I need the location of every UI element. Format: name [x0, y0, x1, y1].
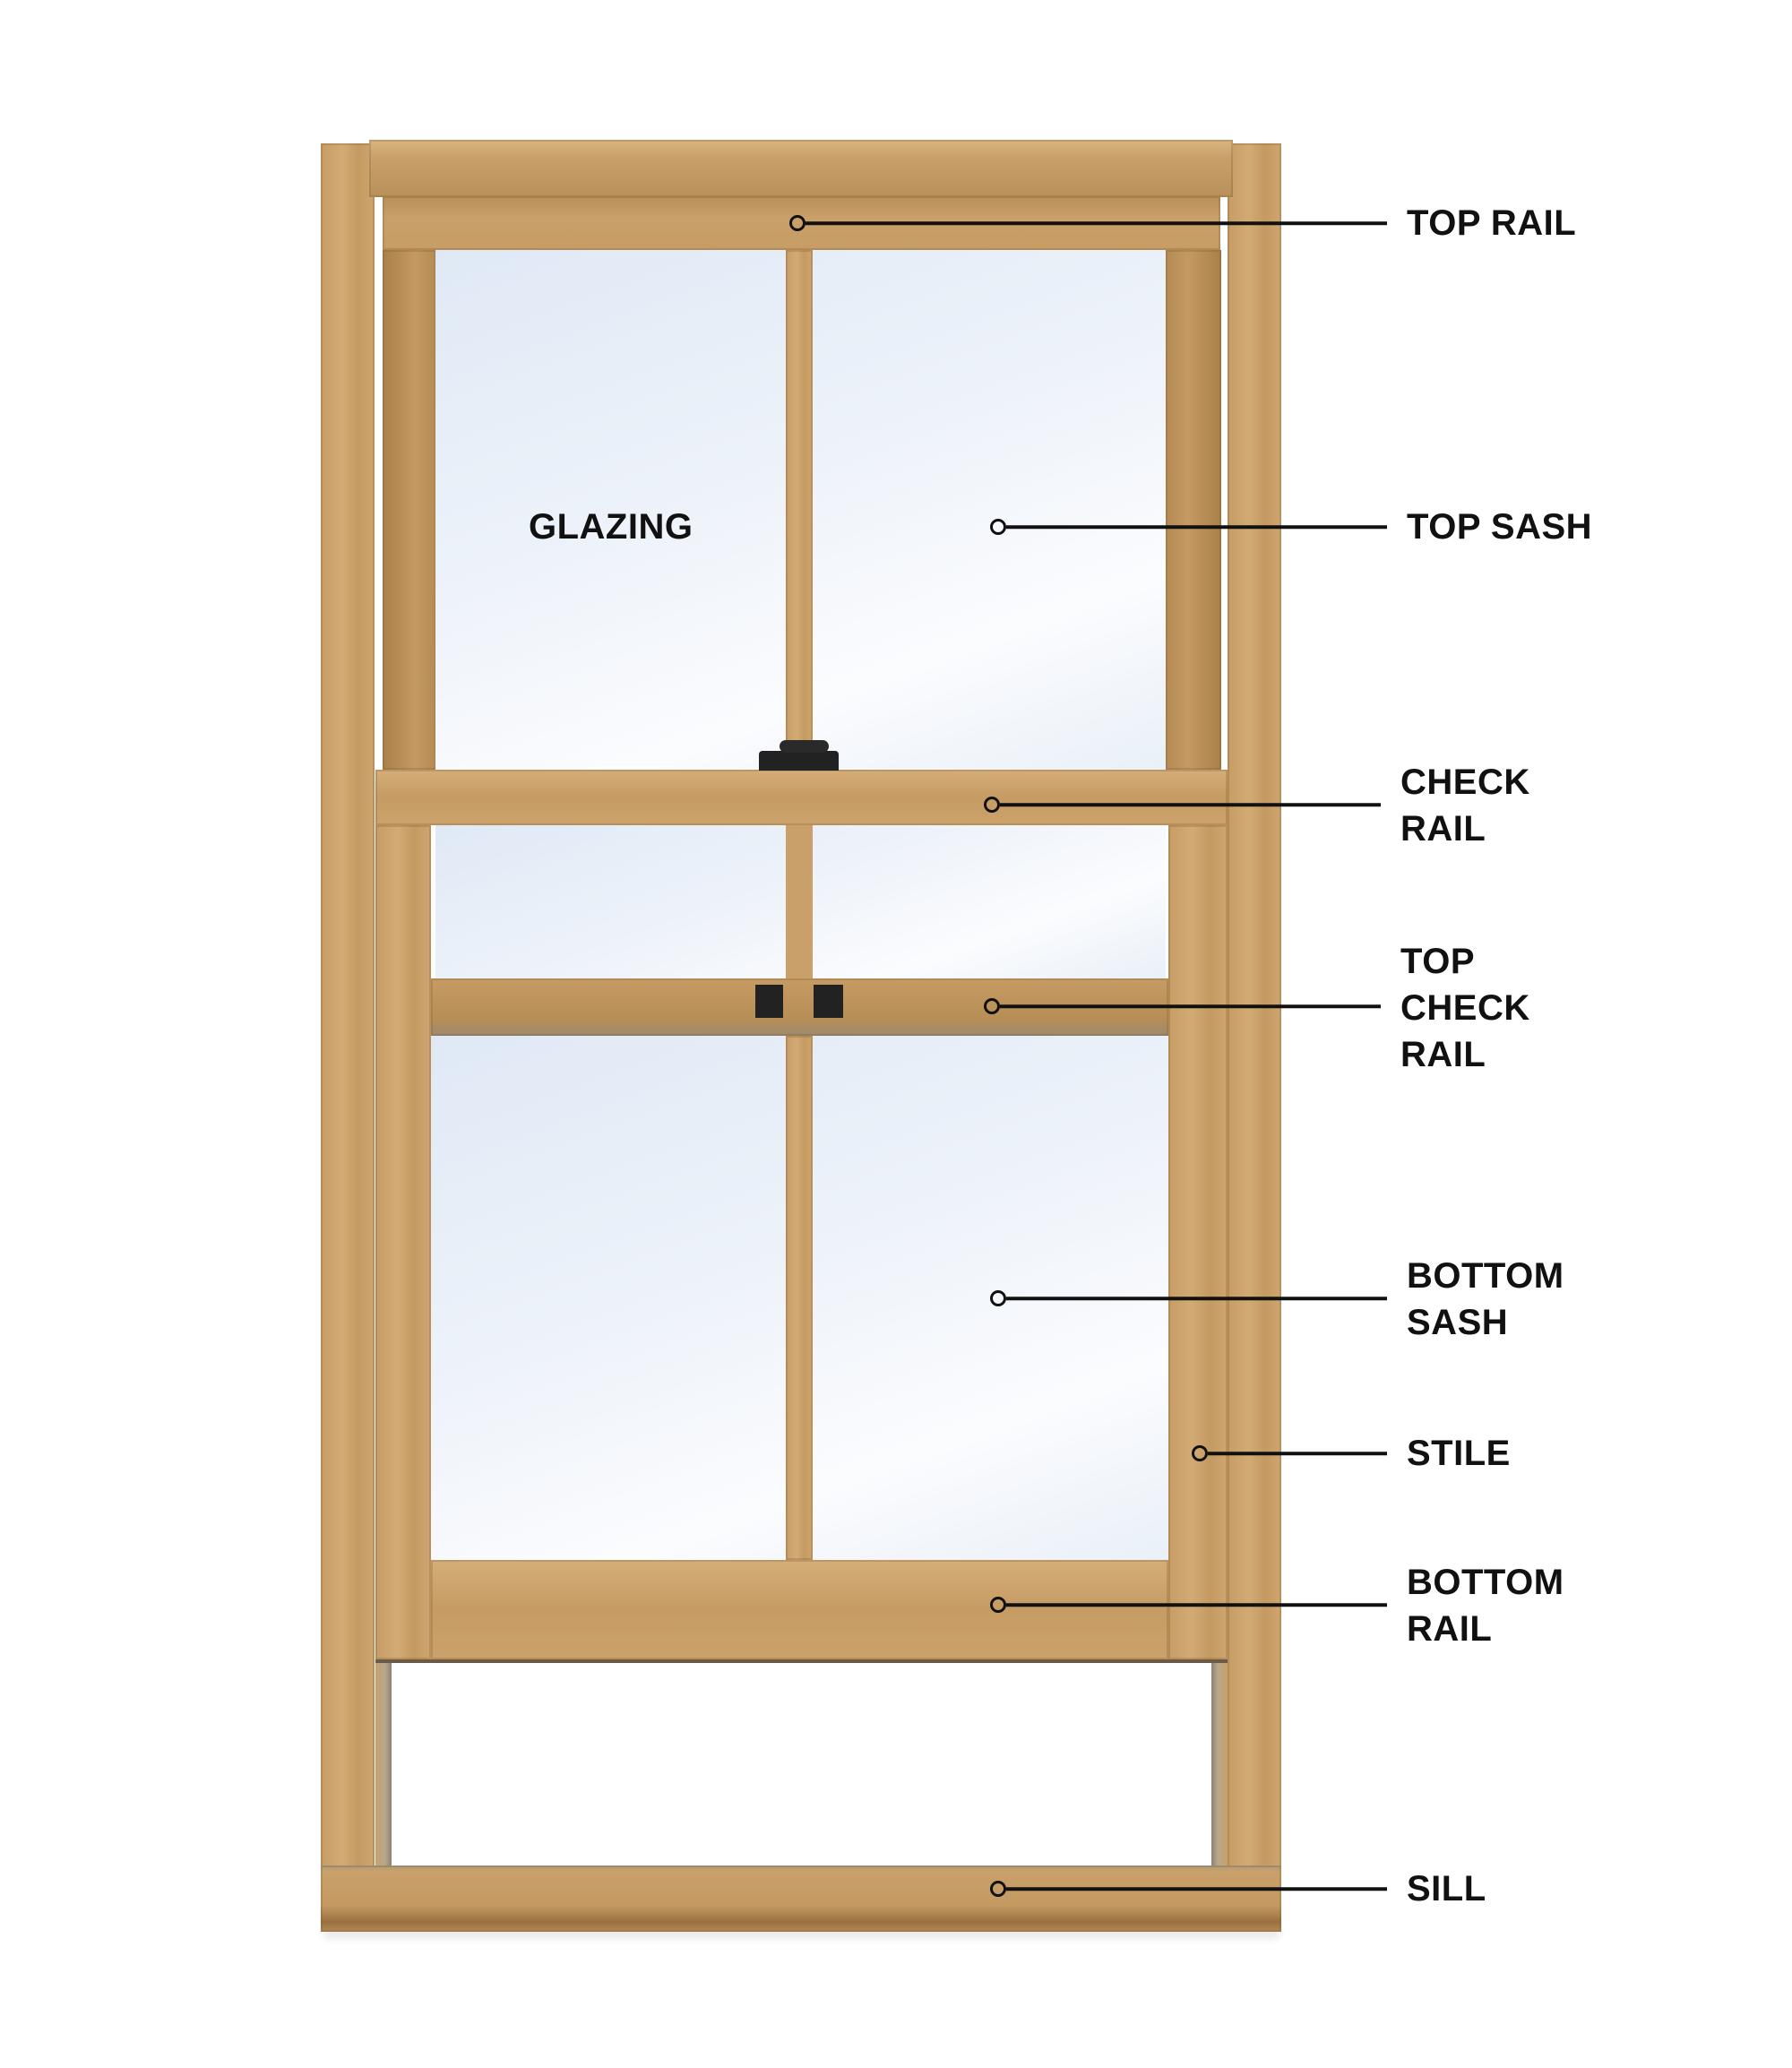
sash-lift-left: [755, 985, 783, 1018]
bottom-sash-muntin: [786, 1036, 813, 1560]
left-jamb: [321, 143, 375, 1932]
glazing-label: GLAZING: [529, 507, 694, 547]
left-jamb-liner: [375, 1663, 392, 1869]
callout-dot: [789, 215, 806, 231]
top-sash-right-stile: [1166, 250, 1221, 770]
label-sill: SILL: [1407, 1866, 1486, 1912]
label-line: TOP RAIL: [1407, 203, 1577, 243]
callout-dot: [1192, 1445, 1208, 1461]
label-line: STILE: [1407, 1434, 1511, 1473]
label-bottom-rail: BOTTOM RAIL: [1407, 1559, 1564, 1652]
leader-line: [1000, 1004, 1381, 1008]
leader-line: [1006, 1603, 1387, 1607]
label-line: CHECK: [1400, 763, 1530, 802]
leader-line: [1006, 525, 1387, 529]
right-jamb-liner: [1211, 1663, 1228, 1869]
callout-dot: [990, 519, 1006, 535]
sash-lock-icon: [759, 751, 839, 771]
sash-lift-right: [814, 985, 843, 1018]
label-top-sash: TOP SASH: [1407, 504, 1592, 550]
top-sash-left-stile: [383, 250, 436, 770]
callout-dot: [984, 797, 1000, 813]
callout-dot: [984, 998, 1000, 1014]
label-line: BOTTOM: [1407, 1563, 1564, 1602]
label-line: RAIL: [1400, 1035, 1486, 1074]
leader-line: [806, 221, 1387, 225]
label-line: TOP: [1400, 942, 1476, 981]
lower-opening: [375, 1659, 1228, 1869]
check-rail: [375, 770, 1228, 825]
label-check-rail: CHECK RAIL: [1400, 759, 1530, 852]
bottom-sash-left-stile: [375, 825, 431, 1659]
label-line: TOP SASH: [1407, 507, 1593, 547]
label-line: SILL: [1407, 1869, 1486, 1909]
leader-line: [1006, 1887, 1387, 1891]
label-line: BOTTOM: [1407, 1256, 1564, 1296]
label-top-check-rail: TOP CHECK RAIL: [1400, 938, 1530, 1078]
top-sash-muntin: [786, 250, 813, 770]
callout-dot: [990, 1597, 1006, 1613]
leader-line: [1208, 1452, 1387, 1455]
right-jamb: [1228, 143, 1281, 1932]
label-line: RAIL: [1407, 1609, 1493, 1649]
sill: [321, 1866, 1281, 1932]
bottom-sash: [375, 825, 1228, 1659]
head-jamb: [369, 140, 1233, 197]
leader-line: [1006, 1297, 1387, 1300]
label-line: SASH: [1407, 1303, 1509, 1342]
callout-dot: [990, 1881, 1006, 1897]
bottom-rail: [431, 1560, 1168, 1659]
label-top-rail: TOP RAIL: [1407, 200, 1576, 246]
label-stile: STILE: [1407, 1430, 1511, 1477]
leader-line: [1000, 803, 1381, 806]
label-line: CHECK: [1400, 988, 1530, 1028]
top-sash: [375, 196, 1224, 823]
bottom-sash-right-stile: [1168, 825, 1228, 1659]
label-bottom-sash: BOTTOM SASH: [1407, 1253, 1564, 1346]
sash-lock-lever: [780, 740, 829, 753]
upper-glass-muntin: [786, 825, 813, 979]
label-line: RAIL: [1400, 809, 1486, 849]
callout-dot: [990, 1290, 1006, 1306]
